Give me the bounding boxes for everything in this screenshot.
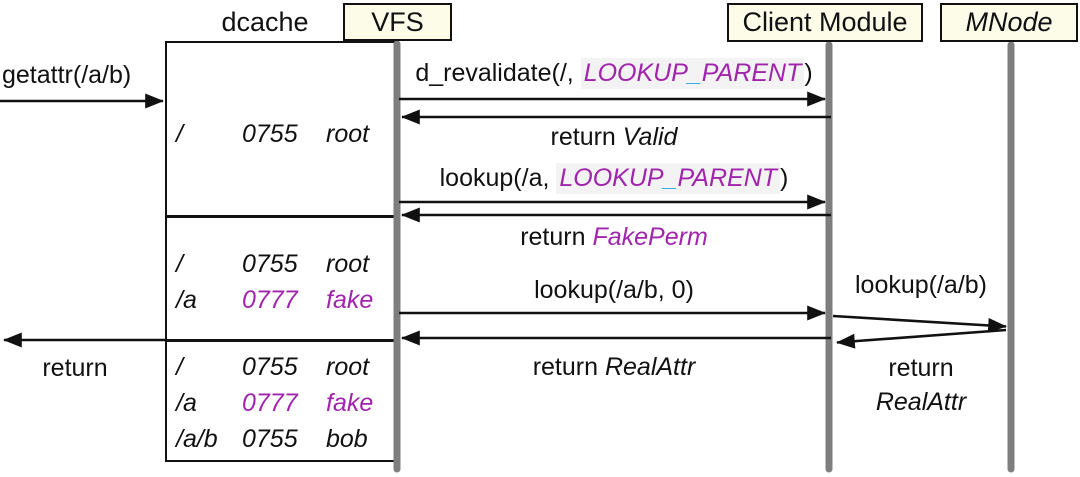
dcache-row-owner: root [326,119,370,148]
dcache-row-perm: 0777 [242,388,298,417]
dcache-box: / 0755 root / 0755 root /a 0777 fake / 0… [165,41,398,462]
dcache-row-owner: root [326,249,370,278]
dcache-row-path: / [176,352,183,381]
dcache-row: / 0755 root [167,351,396,383]
component-box-client-module: Client Module [727,3,923,42]
dcache-row: /a/b 0755 bob [167,423,396,455]
dcache-row-owner: root [326,352,370,381]
dcache-row-path: /a [176,285,197,314]
component-label-client-module: Client Module [742,7,908,37]
dcache-divider-1 [167,215,396,218]
dcache-row-owner: fake [326,285,374,314]
mnode-return-arrow [836,328,1007,349]
dcache-row-path: / [176,119,183,148]
dcache-row-path: /a/b [176,424,218,453]
dcache-row-owner: fake [326,388,374,417]
dcache-row-perm: 0755 [242,119,298,148]
component-label-mnode: MNode [965,7,1053,37]
dcache-row: / 0755 root [167,248,396,280]
component-label-vfs: VFS [371,6,424,37]
dcache-row-path: /a [176,388,197,417]
dcache-row-perm: 0755 [242,352,298,381]
dcache-row: / 0755 root [167,118,396,150]
dcache-row-owner: bob [326,424,368,453]
dcache-row-perm: 0755 [242,249,298,278]
dcache-divider-2 [167,339,396,342]
dcache-row-path: / [176,249,183,278]
dcache-row: /a 0777 fake [167,284,396,316]
component-box-mnode: MNode [940,3,1078,42]
dcache-row-perm: 0755 [242,424,298,453]
dcache-row: /a 0777 fake [167,387,396,419]
lookup-ab-mnode-arrow [832,314,1007,333]
component-box-vfs: VFS [343,3,452,41]
dcache-row-perm: 0777 [242,285,298,314]
